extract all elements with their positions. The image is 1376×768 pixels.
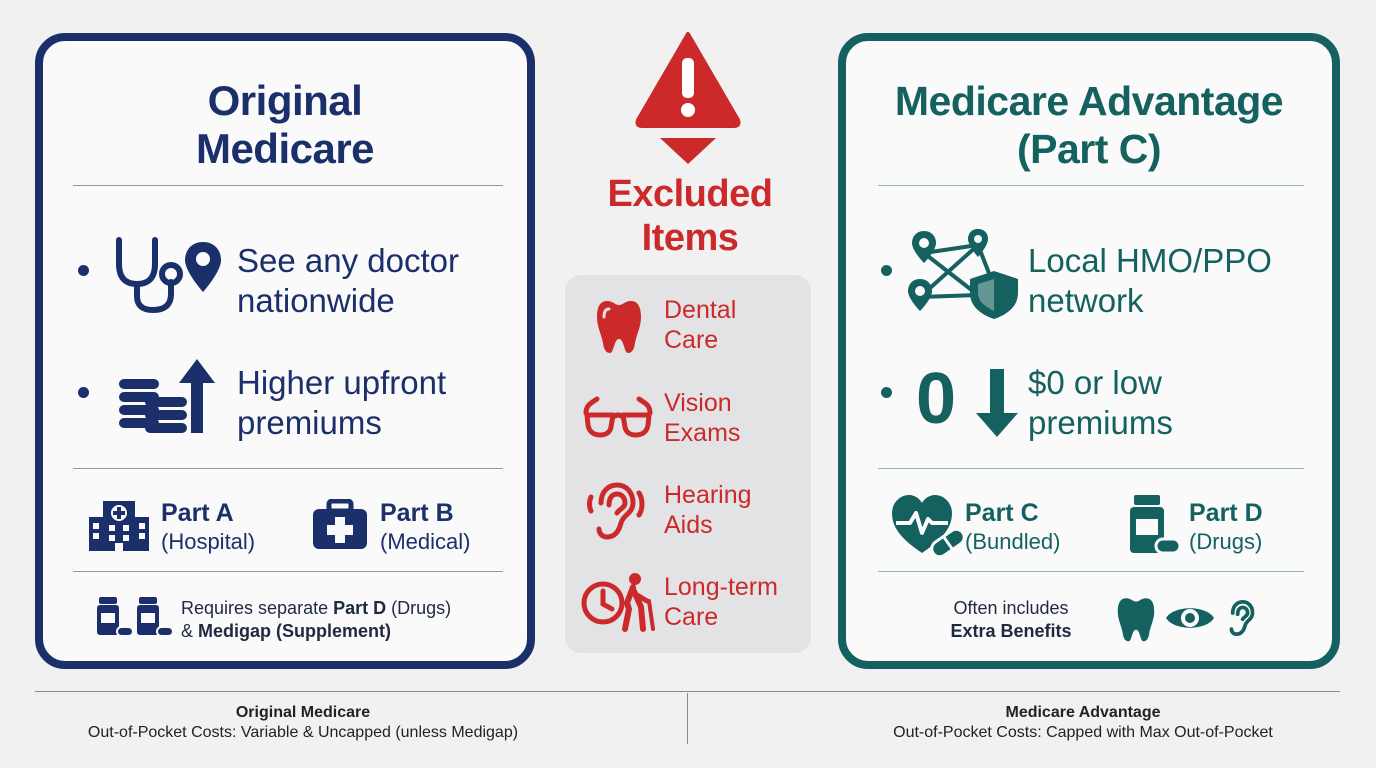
- part-d-label: Part D: [1189, 499, 1263, 527]
- summary-advantage-costs: Out-of-Pocket Costs: Capped with Max Out…: [893, 724, 1273, 741]
- title-divider: [73, 185, 503, 186]
- glasses-icon: [583, 396, 653, 438]
- medicare-advantage-title: Medicare Advantage (Part C): [894, 78, 1284, 172]
- part-a-label: Part A: [161, 499, 234, 527]
- summary-original-costs: Out-of-Pocket Costs: Variable & Uncapped…: [87, 724, 519, 741]
- part-c-label: Part C: [965, 499, 1039, 527]
- part-b-description: (Medical): [380, 529, 471, 554]
- excluded-items-title: Excluded Items: [607, 173, 773, 259]
- excluded-items-panel: Dental Care Vision Exams Hearing Aids: [565, 275, 811, 653]
- bullet-see-any-doctor: See any doctor nationwide: [237, 242, 459, 319]
- section-divider: [73, 468, 503, 469]
- eye-icon: [1166, 608, 1214, 628]
- excluded-item-hearing: Hearing Aids: [664, 481, 752, 539]
- excluded-item-long-term-care: Long-term Care: [664, 573, 778, 631]
- pill-bottle-icon: [1130, 495, 1182, 555]
- excluded-item-dental: Dental Care: [664, 296, 737, 354]
- original-medicare-card: Original Medicare See any doctor nationw…: [35, 33, 535, 669]
- tooth-icon: [597, 301, 641, 353]
- extra-benefits-note: Often includes Extra Benefits: [950, 598, 1072, 641]
- summary-original-title: Original Medicare: [235, 704, 371, 721]
- part-b-label: Part B: [380, 499, 454, 527]
- ear-icon: [1229, 599, 1255, 637]
- bullet-dot: [881, 387, 892, 398]
- section-divider: [878, 571, 1304, 572]
- part-d-description: (Drugs): [1189, 529, 1263, 554]
- summary-divider: [35, 691, 1340, 692]
- tooth-icon: [1117, 598, 1155, 642]
- arrow-down-icon: [976, 369, 1018, 437]
- section-divider: [878, 468, 1304, 469]
- hospital-icon: [89, 501, 149, 551]
- medical-kit-icon: [313, 499, 367, 549]
- excluded-item-vision: Vision Exams: [664, 389, 741, 447]
- bullet-low-premiums: $0 or low premiums: [1028, 364, 1173, 441]
- pill-bottles-icon: [97, 597, 174, 637]
- part-a-description: (Hospital): [161, 529, 256, 554]
- elderly-care-icon: [581, 573, 655, 632]
- zero-digit-icon: 0: [916, 359, 957, 439]
- bullet-dot: [881, 265, 892, 276]
- heart-pill-icon: [892, 495, 966, 559]
- title-divider: [878, 185, 1304, 186]
- original-medicare-title: Original Medicare: [195, 77, 375, 172]
- part-c-description: (Bundled): [965, 529, 1061, 554]
- warning-icon: [635, 32, 741, 164]
- section-divider: [73, 571, 503, 572]
- summary-column-divider: [687, 693, 688, 744]
- bullet-dot: [78, 265, 89, 276]
- ear-icon: [587, 482, 645, 540]
- summary-advantage-title: Medicare Advantage: [1005, 704, 1161, 721]
- bullet-dot: [78, 387, 89, 398]
- separate-coverage-note: Requires separate Part D (Drugs) & Medig…: [181, 598, 452, 641]
- network-shield-icon: [908, 229, 1018, 319]
- stethoscope-icon: [116, 237, 221, 314]
- coins-arrow-up-icon: [119, 359, 215, 433]
- medicare-advantage-card: Medicare Advantage (Part C) Local HMO/PP…: [838, 33, 1340, 669]
- bullet-local-network: Local HMO/PPO network: [1028, 242, 1272, 319]
- bullet-higher-premiums: Higher upfront premiums: [237, 364, 447, 441]
